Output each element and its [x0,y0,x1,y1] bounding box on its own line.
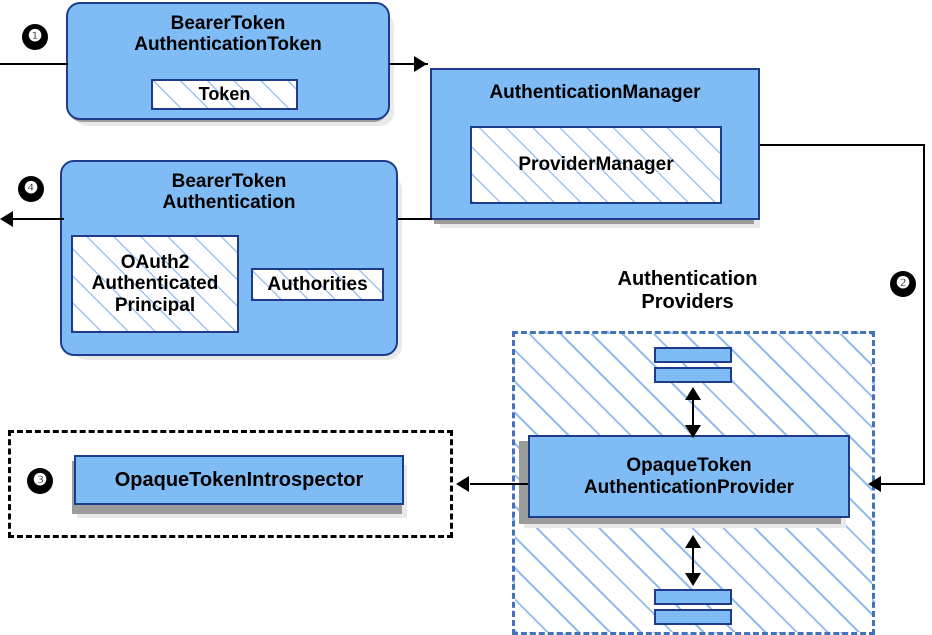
arrowhead-authentication-out [0,211,13,227]
arrowhead-provider-to-introspector [456,476,469,492]
step-marker-2: ❷ [890,271,916,297]
node-opaque-token-authentication-provider[interactable]: OpaqueToken AuthenticationProvider [528,435,850,518]
subnode-oauth2-authenticated-principal[interactable]: OAuth2 Authenticated Principal [71,235,239,333]
arrowhead-provider-top-down [685,425,701,438]
arrowhead-provider-bottom-down [685,573,701,586]
connector-manager-down [923,144,925,484]
connector-manager-right [760,144,925,146]
authentication-providers-label: Authentication Providers [617,268,758,313]
authentication-manager-title: AuthenticationManager [489,82,701,103]
connector-authentication-out [10,218,64,220]
provider-stack-bar-bottom-2 [654,609,732,625]
subnode-provider-manager[interactable]: ProviderManager [470,126,722,204]
step-marker-4: ❹ [18,176,44,202]
step-marker-1: ❶ [22,24,48,50]
connector-token-to-manager [390,63,428,65]
node-opaque-token-introspector[interactable]: OpaqueTokenIntrospector [74,455,404,505]
connector-provider-to-introspector [470,483,528,485]
provider-stack-bar-bottom-1 [654,589,732,605]
connector-manager-to-authentication [398,218,432,220]
opaque-token-introspector-title: OpaqueTokenIntrospector [114,468,364,491]
connector-provider-up-down-top [692,392,694,430]
arrowhead-token-to-manager [414,56,427,72]
connector-provider-up-down-bottom [692,540,694,578]
connector-request-in [0,63,68,65]
subnode-authorities[interactable]: Authorities [251,268,384,301]
arrowhead-into-provider [868,476,881,492]
opaque-token-authentication-provider-title: OpaqueToken AuthenticationProvider [583,455,795,498]
connector-into-provider [880,483,925,485]
subnode-token[interactable]: Token [151,79,298,110]
arrowhead-provider-top-up [685,387,701,400]
provider-stack-bar-top-1 [654,347,732,363]
step-marker-3: ❸ [27,468,53,494]
arrowhead-provider-bottom-up [685,535,701,548]
bearer-token-authentication-title: BearerToken Authentication [162,171,296,214]
provider-stack-bar-top-2 [654,367,732,383]
bearer-token-authentication-token-title: BearerToken AuthenticationToken [134,13,322,56]
